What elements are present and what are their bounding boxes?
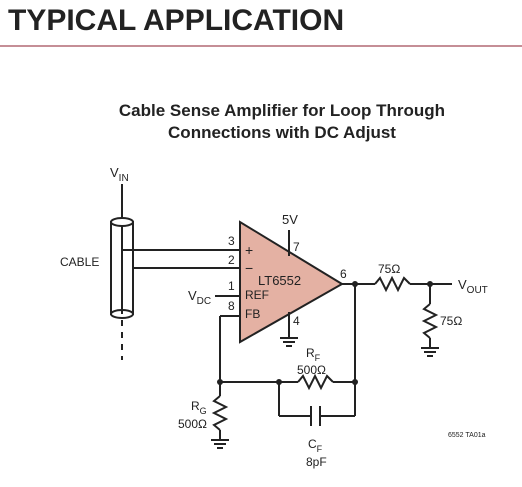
pin-8-label: 8 bbox=[228, 299, 235, 313]
rf-value: 500Ω bbox=[297, 363, 326, 377]
resistor-rf-icon bbox=[297, 373, 334, 391]
cable-icon bbox=[110, 217, 134, 319]
resistor-rg-icon bbox=[211, 395, 229, 431]
page-title: TYPICAL APPLICATION bbox=[8, 4, 344, 37]
cf-label: CF bbox=[308, 437, 323, 454]
cable-label: CABLE bbox=[60, 255, 99, 269]
cf-value: 8pF bbox=[306, 455, 327, 469]
diagram-title-line1: Cable Sense Amplifier for Loop Through bbox=[119, 101, 445, 120]
vout-label: VOUT bbox=[458, 277, 488, 296]
ground-icon bbox=[421, 347, 439, 357]
pin-6-label: 6 bbox=[340, 267, 347, 281]
figure-code: 6552 TA01a bbox=[448, 432, 486, 439]
pin-4-label: 4 bbox=[293, 314, 300, 328]
amplifier-body bbox=[239, 220, 344, 344]
pin-2-label: 2 bbox=[228, 253, 235, 267]
vdc-label: VDC bbox=[188, 288, 211, 307]
amp-ref-label: REF bbox=[245, 288, 269, 302]
amp-plus-label: + bbox=[245, 242, 253, 258]
ground-icon bbox=[280, 337, 298, 347]
pin-1-label: 1 bbox=[228, 279, 235, 293]
rg-value: 500Ω bbox=[178, 417, 207, 431]
pin-3-label: 3 bbox=[228, 234, 235, 248]
diagram-title-line2: Connections with DC Adjust bbox=[168, 123, 396, 142]
resistor-series-icon bbox=[374, 275, 411, 293]
junction-rf-right bbox=[352, 379, 358, 385]
vin-label: VIN bbox=[110, 165, 129, 184]
resistor-series-label: 75Ω bbox=[378, 262, 400, 276]
supply-label: 5V bbox=[282, 212, 298, 227]
pin-7-label: 7 bbox=[293, 240, 300, 254]
rf-label: RF bbox=[306, 346, 321, 363]
rg-label: RG bbox=[191, 399, 207, 416]
resistor-term-label: 75Ω bbox=[440, 314, 462, 328]
resistor-term-icon bbox=[421, 303, 439, 339]
amp-fb-label: FB bbox=[245, 307, 260, 321]
ground-icon bbox=[211, 439, 229, 449]
amp-name-label: LT6552 bbox=[258, 273, 301, 288]
amp-minus-label: − bbox=[245, 260, 253, 276]
